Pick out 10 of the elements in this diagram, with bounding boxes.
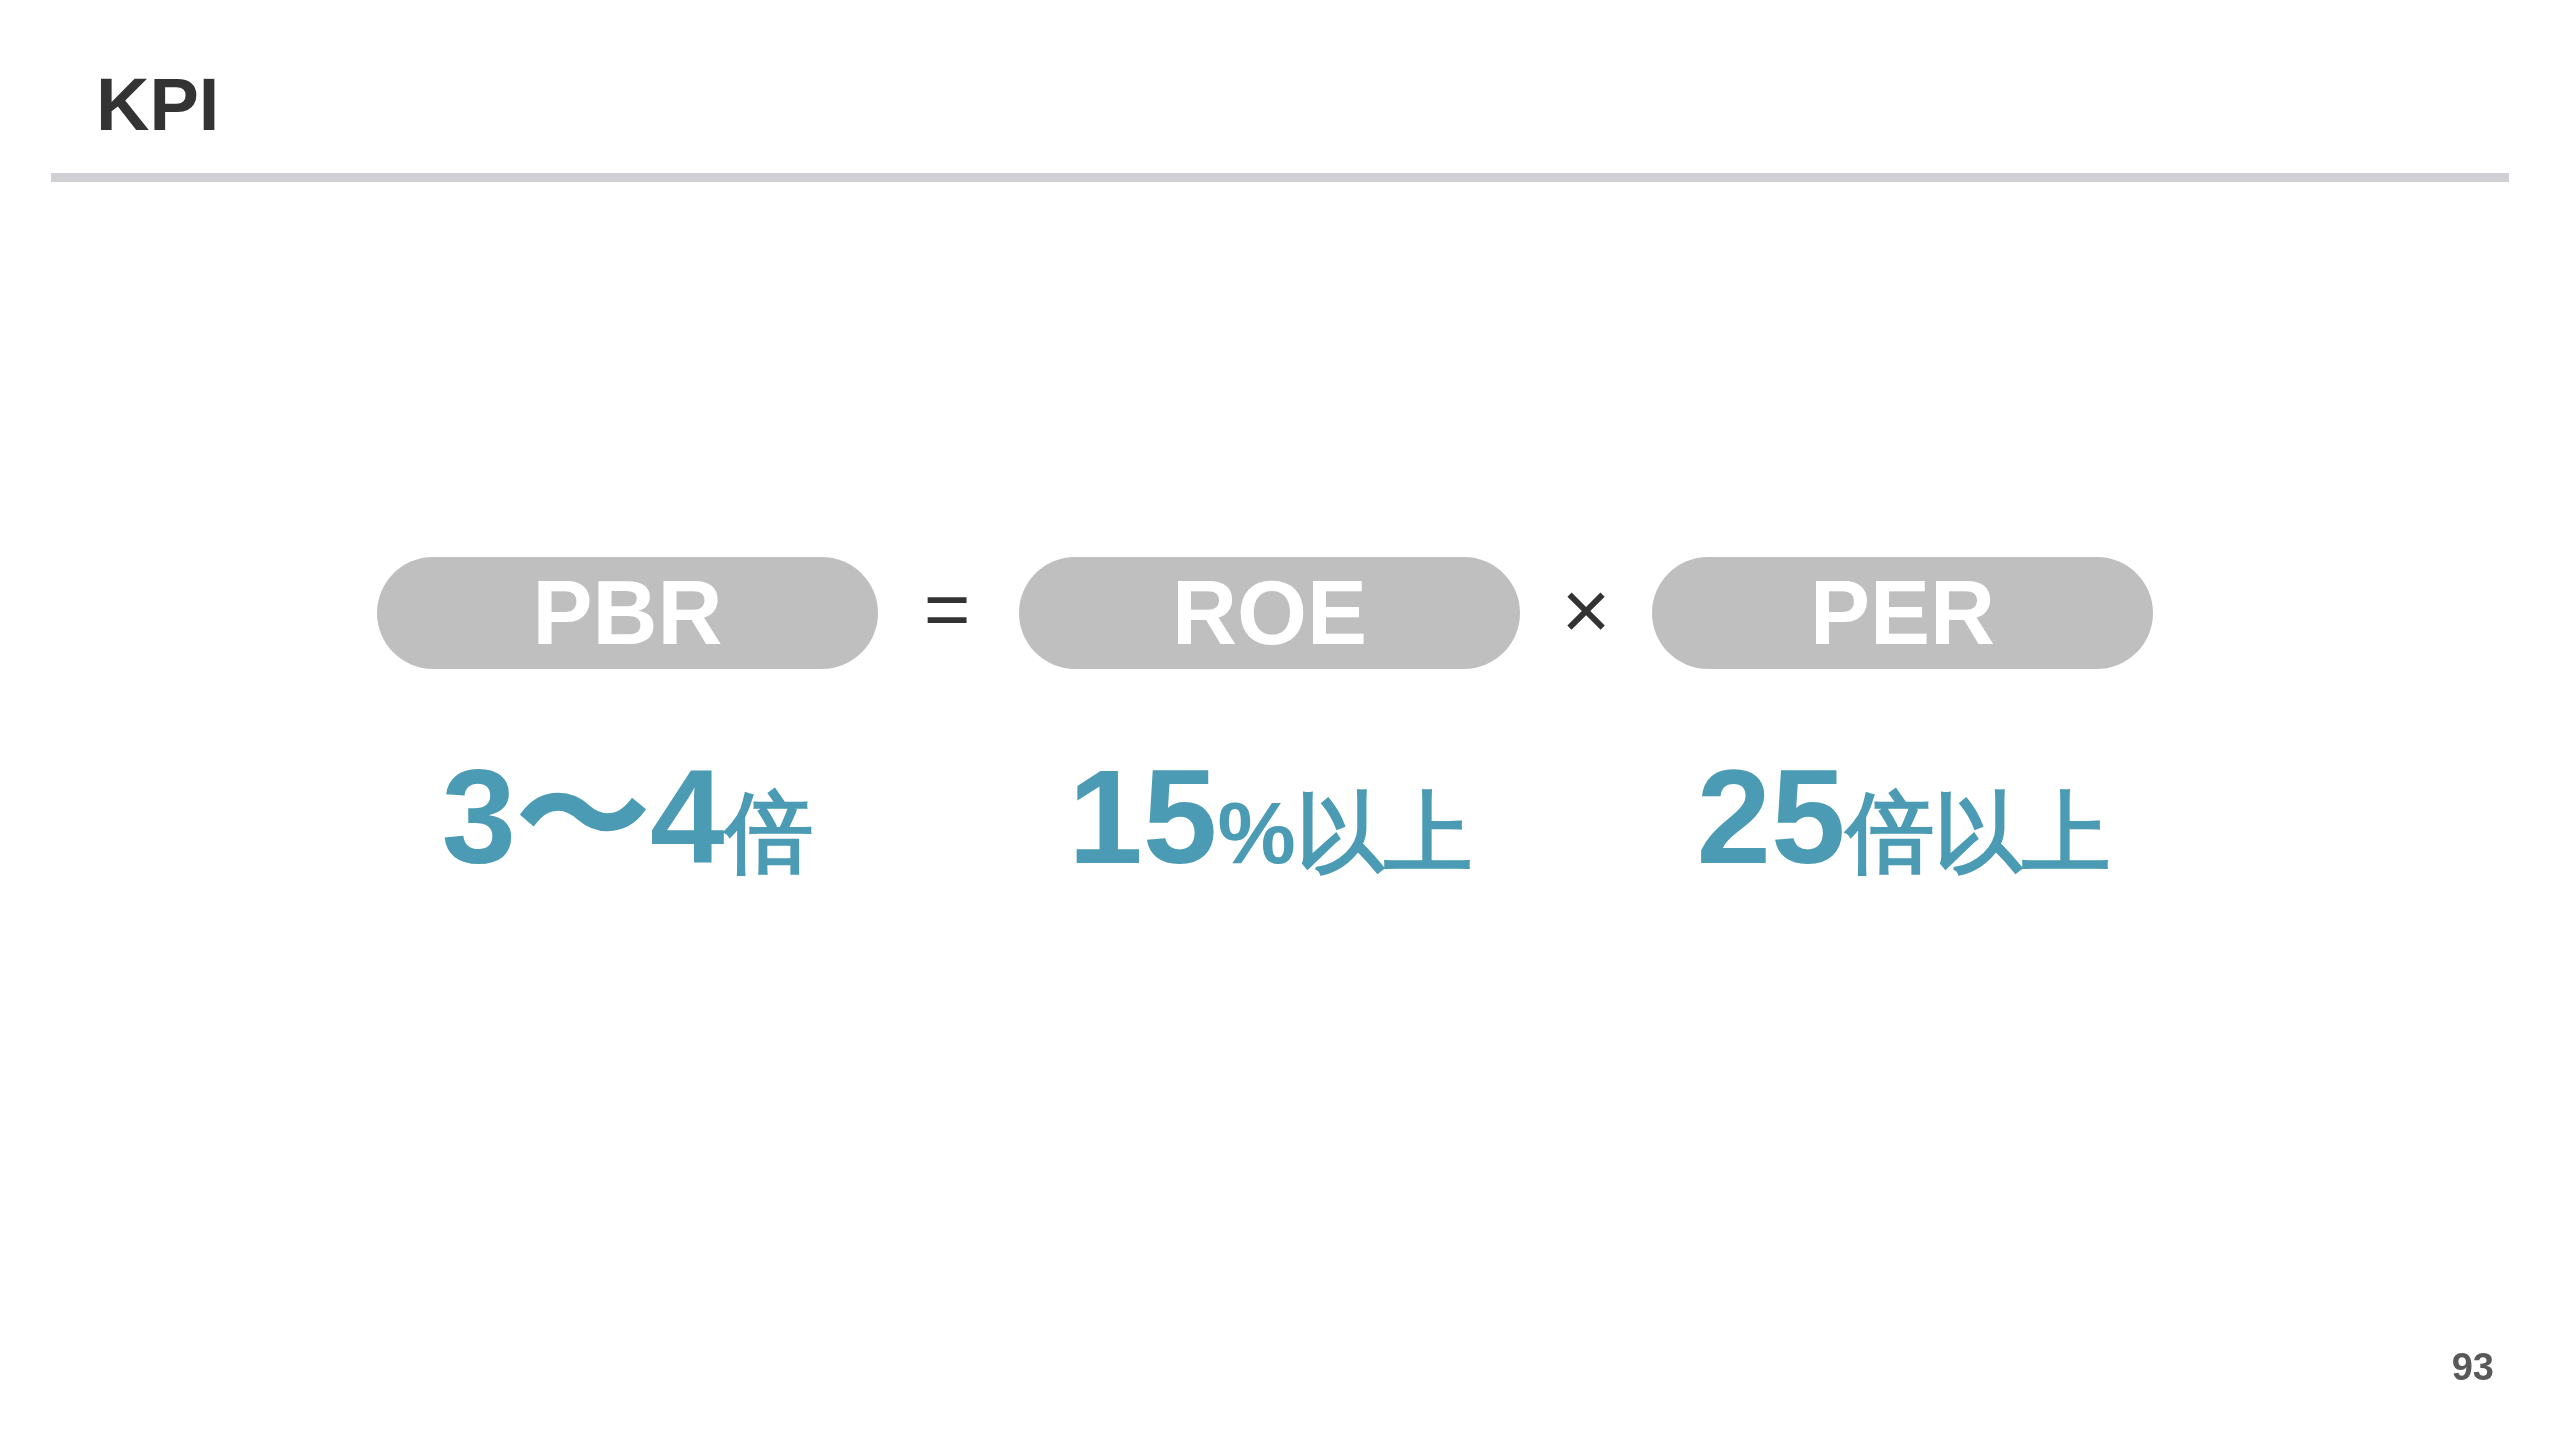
multiplication-sign: × bbox=[1561, 568, 1611, 652]
metric-pill: PER bbox=[1652, 557, 2153, 669]
page-title: KPI bbox=[96, 68, 220, 142]
equals-sign: = bbox=[923, 569, 971, 649]
metric-pill: PBR bbox=[377, 557, 878, 669]
target-value: 25倍以上 bbox=[1696, 750, 2110, 884]
page-number: 93 bbox=[2451, 1348, 2494, 1386]
metric-pill: ROE bbox=[1019, 557, 1520, 669]
target-value: 3〜4倍 bbox=[441, 750, 813, 884]
target-value: 15%以上 bbox=[1068, 750, 1472, 884]
